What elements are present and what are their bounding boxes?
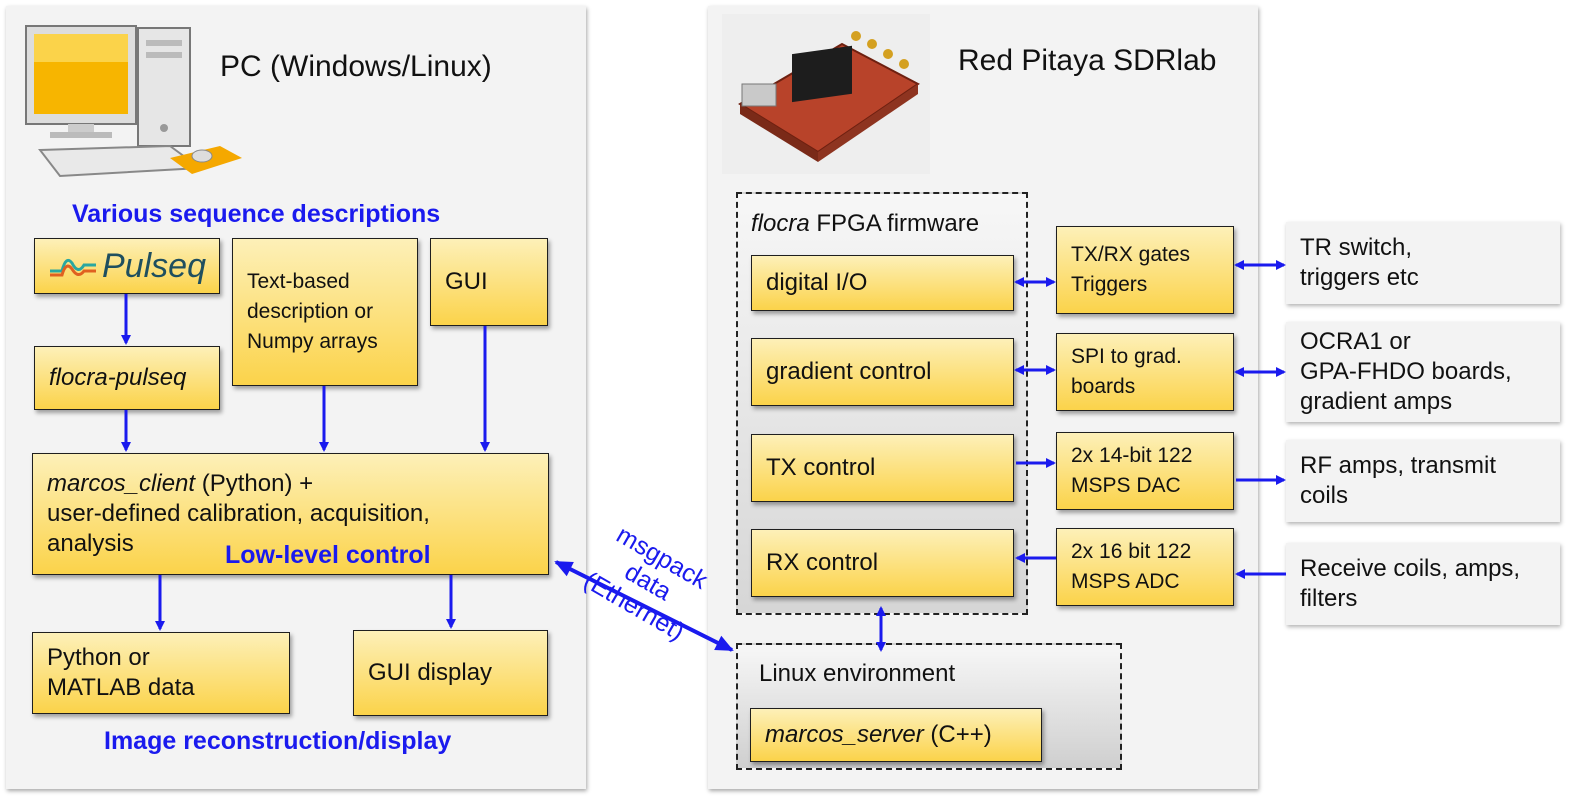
rx-control-label: RX control (766, 549, 879, 576)
marcos-server-box[interactable]: marcos_server (C++) (750, 708, 1042, 762)
tr-switch-box: TR switch, triggers etc (1286, 222, 1560, 304)
pc-title: PC (Windows/Linux) (220, 50, 492, 83)
pc-computer-icon (25, 25, 242, 178)
client-line3: analysis (47, 530, 134, 557)
tr-line: triggers etc (1300, 264, 1419, 291)
server-rest: (C++) (923, 721, 992, 748)
marcos-client-box[interactable]: marcos_client (Python) + user-defined ca… (32, 453, 549, 575)
client-line1: marcos_client (Python) + (47, 469, 534, 499)
text-based-line: Numpy arrays (247, 330, 378, 353)
adc-box[interactable]: 2x 16 bit 122 MSPS ADC (1056, 528, 1234, 606)
ocra-line: GPA-FHDO boards, (1300, 358, 1512, 385)
gui-box[interactable]: GUI (430, 238, 548, 326)
linux-label: Linux environment (759, 660, 956, 687)
receive-line: filters (1300, 585, 1358, 612)
text-based-box[interactable]: Text-based description or Numpy arrays (232, 238, 418, 386)
redpitaya-title: Red Pitaya SDRlab (958, 44, 1217, 77)
adc-line: MSPS ADC (1071, 570, 1180, 593)
client-italic: marcos_client (47, 470, 196, 497)
redpitaya-board-icon (722, 14, 930, 174)
text-based-line: Text-based (247, 270, 350, 293)
dac-box[interactable]: 2x 14-bit 122 MSPS DAC (1056, 432, 1234, 510)
python-data-box[interactable]: Python or MATLAB data (32, 632, 290, 714)
spi-box[interactable]: SPI to grad. boards (1056, 333, 1234, 411)
receive-box: Receive coils, amps, filters (1286, 543, 1560, 625)
pulseq-box[interactable]: Pulseq (34, 238, 220, 294)
gui-display-box[interactable]: GUI display (353, 630, 548, 716)
spi-line: SPI to grad. (1071, 345, 1182, 368)
pulseq-wave-icon (50, 258, 97, 277)
ocra-line: gradient amps (1300, 388, 1453, 415)
fpga-label: flocra FPGA firmware (751, 210, 979, 238)
flocra-pulseq-label: flocra-pulseq (49, 364, 187, 391)
recon-heading: Image reconstruction/display (104, 727, 452, 755)
client-rest: (Python) + (195, 470, 314, 497)
gates-box[interactable]: TX/RX gates Triggers (1056, 226, 1234, 314)
dac-line: 2x 14-bit 122 (1071, 444, 1193, 467)
spi-line: boards (1071, 375, 1136, 398)
tr-line: TR switch, (1300, 234, 1413, 261)
fpga-rest: FPGA firmware (809, 210, 980, 237)
ocra-box: OCRA1 or GPA-FHDO boards, gradient amps (1286, 322, 1560, 422)
tx-control-label: TX control (766, 454, 876, 481)
gates-line: Triggers (1071, 273, 1148, 296)
arrow-msgpack-link (554, 560, 734, 652)
pulseq-logo-text: Pulseq (102, 247, 206, 285)
tx-control-box[interactable]: TX control (751, 434, 1014, 502)
sequence-heading: Various sequence descriptions (72, 200, 441, 228)
gradient-control-box[interactable]: gradient control (751, 338, 1014, 406)
digital-io-box[interactable]: digital I/O (751, 255, 1014, 311)
gates-line: TX/RX gates (1071, 243, 1191, 266)
gradient-control-label: gradient control (766, 358, 932, 385)
server-label: marcos_server (C++) (765, 720, 1027, 750)
digital-io-label: digital I/O (766, 269, 868, 296)
rx-control-box[interactable]: RX control (751, 529, 1014, 597)
adc-line: 2x 16 bit 122 (1071, 540, 1192, 563)
rf-amps-box: RF amps, transmit coils (1286, 440, 1560, 522)
fpga-italic: flocra (751, 210, 810, 237)
low-level-label: Low-level control (225, 541, 431, 569)
flocra-pulseq-box[interactable]: flocra-pulseq (34, 346, 220, 410)
server-italic: marcos_server (765, 721, 924, 748)
client-line2: user-defined calibration, acquisition, (47, 500, 430, 527)
python-data-line: Python or (47, 644, 150, 671)
receive-line: Receive coils, amps, (1300, 555, 1521, 582)
rf-line: coils (1300, 482, 1349, 509)
text-based-line: description or (247, 300, 374, 323)
gui-display-label: GUI display (368, 659, 493, 686)
rf-line: RF amps, transmit (1300, 452, 1497, 479)
dac-line: MSPS DAC (1071, 474, 1181, 497)
gui-label: GUI (445, 268, 488, 295)
python-data-line: MATLAB data (47, 674, 195, 701)
ocra-line: OCRA1 or (1300, 328, 1411, 355)
